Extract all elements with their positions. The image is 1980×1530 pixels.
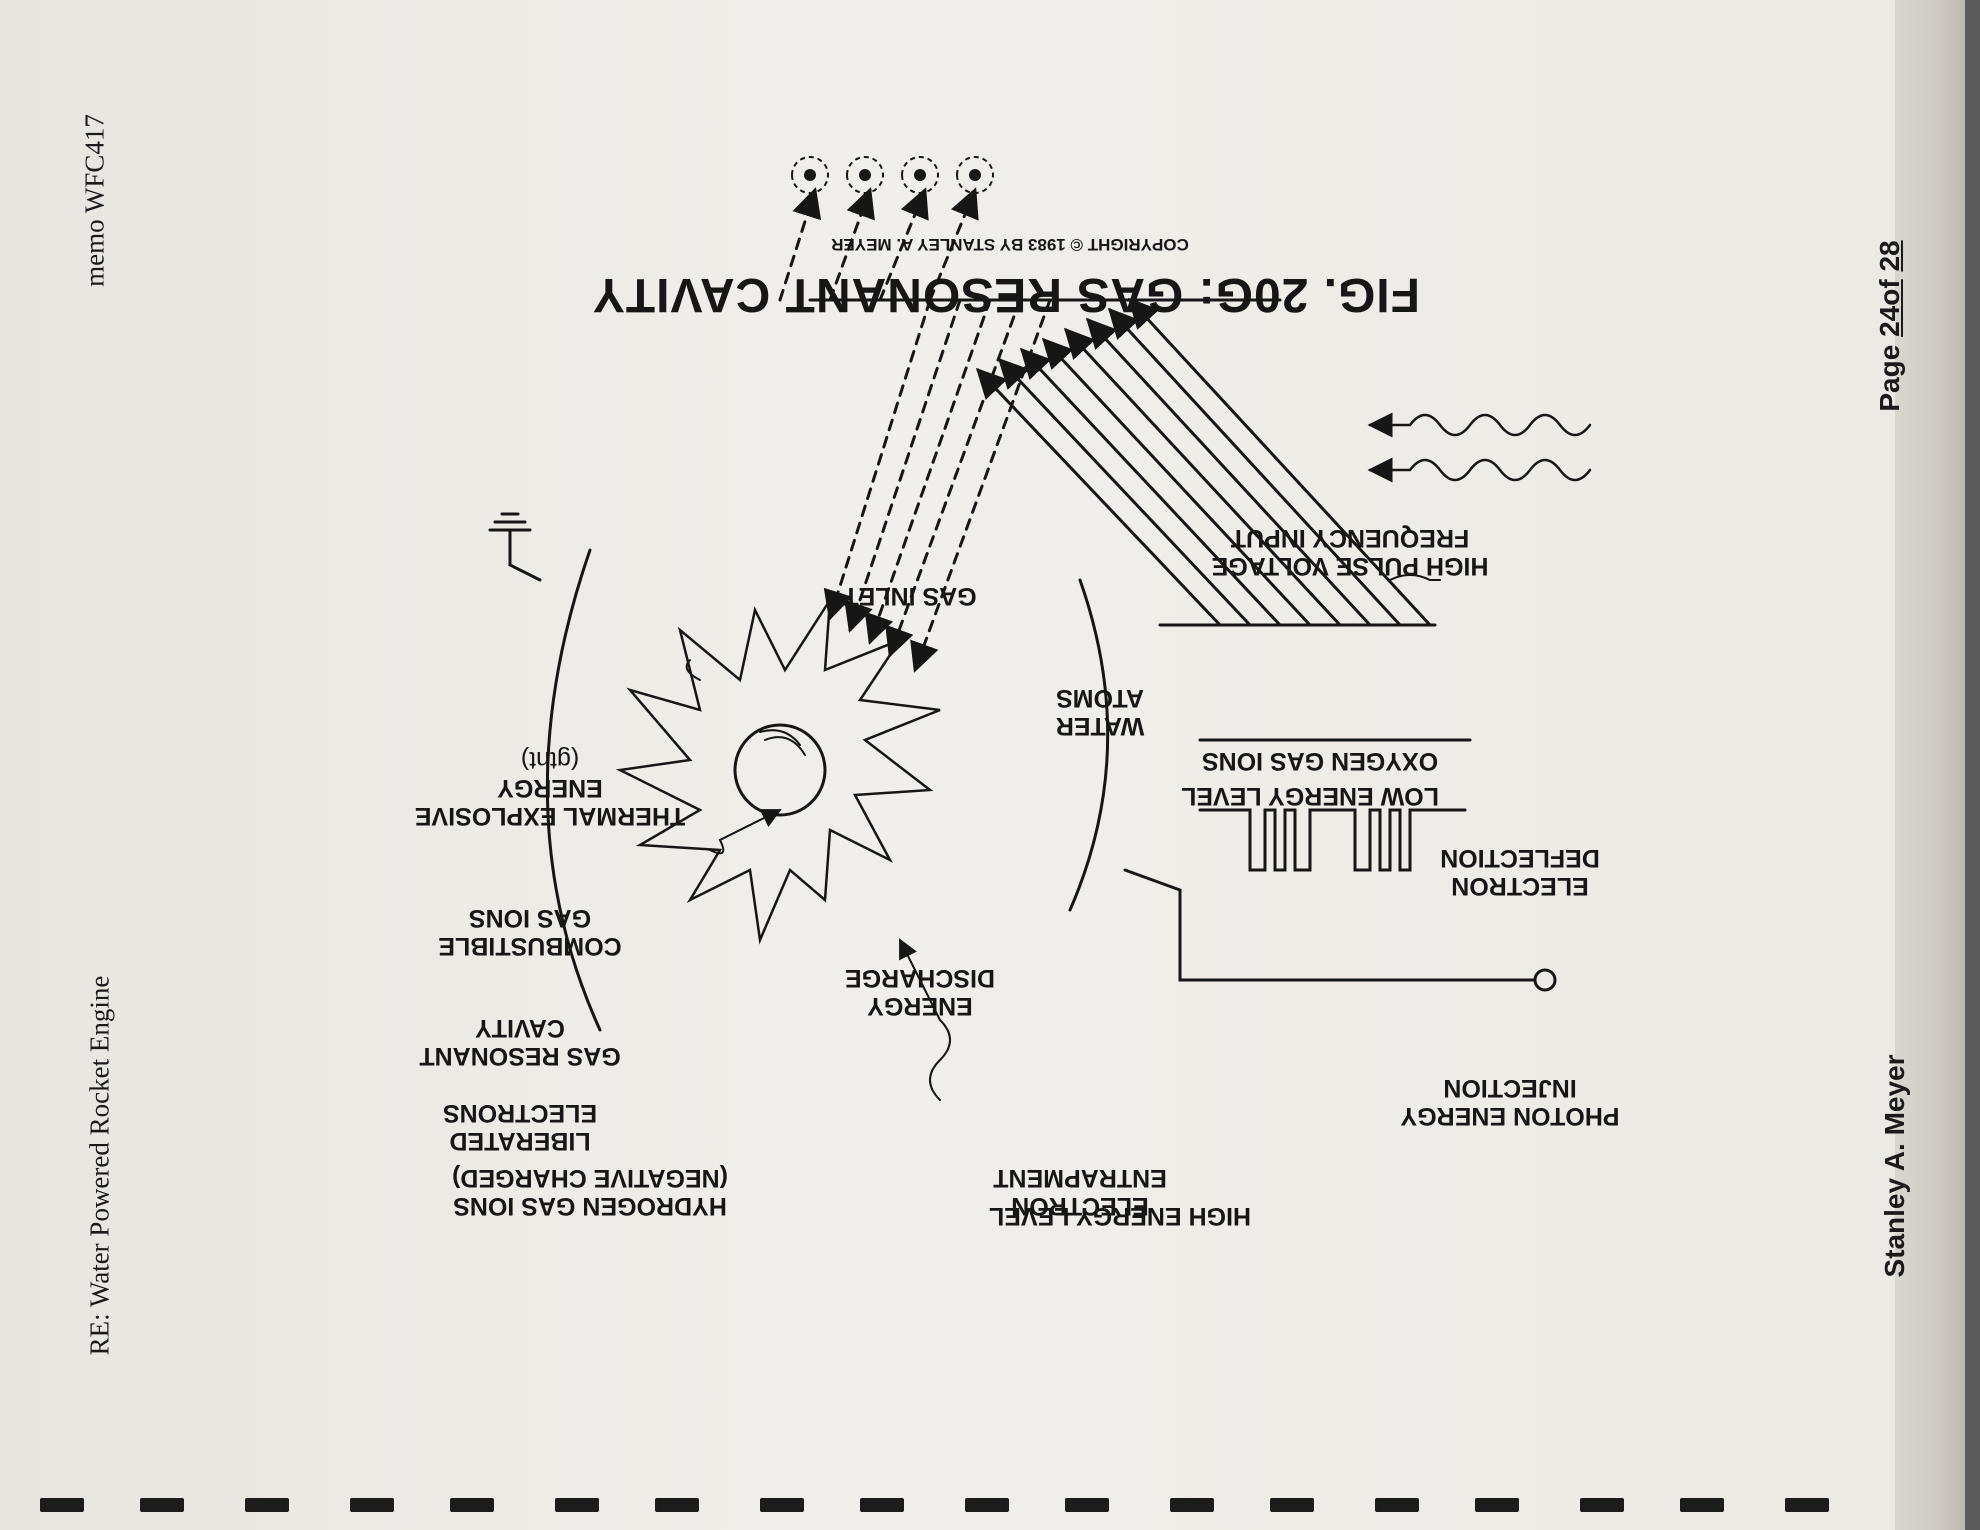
label-low-energy-level: LOW ENERGY LEVEL bbox=[1181, 782, 1439, 810]
pulse-waveform bbox=[1198, 808, 1467, 872]
label-photon-injection: PHOTON ENERGY INJECTION bbox=[1400, 1074, 1620, 1130]
label-oxygen-ions: OXYGEN GAS IONS bbox=[1201, 747, 1439, 775]
memo-id: memo WFC417 bbox=[79, 114, 110, 287]
cavity-arc-right bbox=[545, 548, 602, 1032]
ground-symbol bbox=[488, 512, 542, 582]
label-gas-inlet: GAS INLET bbox=[843, 582, 977, 610]
discharge-paths bbox=[823, 298, 1052, 673]
copyright-notice: COPYRIGHT © 1983 BY STANLEY A. MEYER bbox=[831, 235, 1189, 254]
liberated-paths bbox=[778, 187, 979, 302]
figure-rotated-content: FIG. 20G: GAS RESONANT CAVITY COPYRIGHT … bbox=[300, 150, 1900, 1370]
cavity-arc-left bbox=[1068, 578, 1110, 912]
label-liberated-electrons: LIBERATED ELECTRONS bbox=[442, 1099, 598, 1155]
label-hydrogen-ions: HYDROGEN GAS IONS (NEGATIVE CHARGED) bbox=[452, 1164, 728, 1220]
hydrogen-ion-cores bbox=[804, 169, 981, 181]
label-thermal-energy: THERMAL EXPLOSIVE ENERGY (gtnt) bbox=[414, 746, 686, 830]
water-atom-circle bbox=[733, 723, 827, 817]
photon-wave-1 bbox=[1367, 457, 1592, 483]
figure-20g: FIG. 20G: GAS RESONANT CAVITY COPYRIGHT … bbox=[300, 150, 1900, 1370]
label-gas-resonant-cavity: GAS RESONANT CAVITY bbox=[419, 1014, 621, 1070]
label-energy-discharge: ENERGY DISCHARGE bbox=[845, 964, 996, 1020]
page-edge bbox=[1895, 0, 1965, 1530]
diagram-artwork bbox=[488, 156, 1592, 1101]
spiral-binding bbox=[0, 1470, 1965, 1530]
photon-wave-2 bbox=[1367, 412, 1592, 438]
label-high-energy-level: HIGH ENERGY LEVEL bbox=[988, 1202, 1252, 1230]
label-water-atoms: WATER ATOMS bbox=[1055, 684, 1145, 740]
input-terminal bbox=[1533, 968, 1557, 992]
figure-title: FIG. 20G: GAS RESONANT CAVITY bbox=[591, 268, 1420, 321]
label-combustible-ions: COMBUSTIBLE GAS IONS bbox=[438, 904, 622, 960]
label-pulse-input: HIGH PULSE VOLTAGE FREQUENCY INPUT bbox=[1211, 524, 1489, 580]
explosion-star bbox=[615, 599, 941, 945]
hydrogen-ions bbox=[791, 156, 994, 194]
photon-paths bbox=[975, 297, 1432, 627]
document-title: RE: Water Powered Rocket Engine bbox=[84, 975, 115, 1356]
pulse-wire bbox=[1123, 868, 1537, 982]
label-electron-deflection: ELECTRON DEFLECTION bbox=[1440, 844, 1600, 900]
